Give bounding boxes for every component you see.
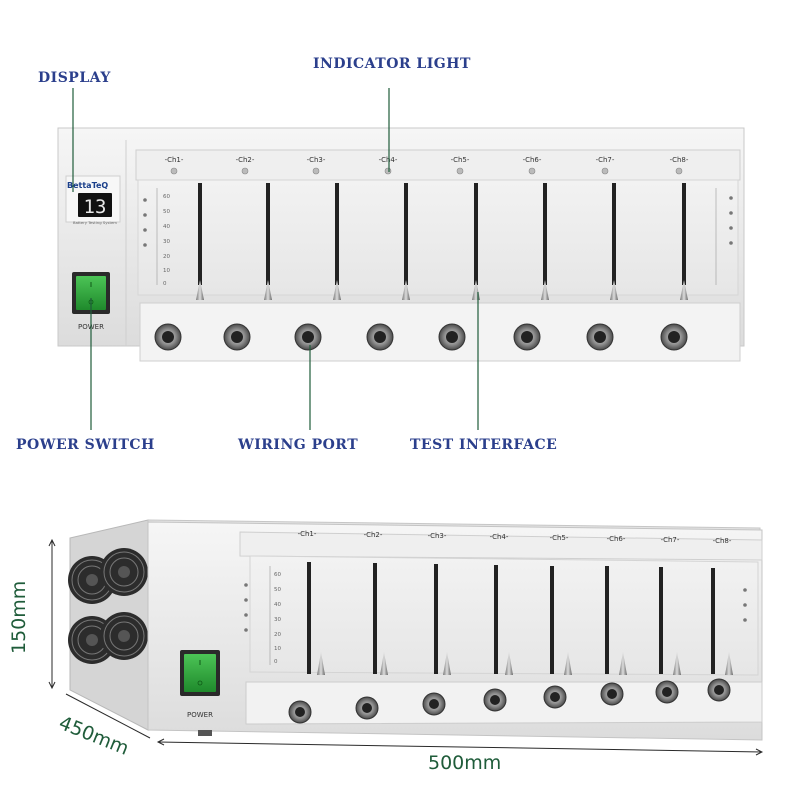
top-display-panel — [65, 175, 121, 223]
channel-label: -Ch6- — [607, 535, 626, 543]
channel-label: -Ch6- — [523, 156, 542, 164]
channel-label: -Ch3- — [307, 156, 326, 164]
scale-mark: 40 — [163, 224, 170, 230]
test-interface-callout: TEST INTERFACE — [410, 437, 558, 453]
channel-label: -Ch4- — [379, 156, 398, 164]
channel-label: -Ch8- — [713, 537, 732, 545]
scale-mark: 0 — [274, 659, 278, 665]
channel-label: -Ch3- — [428, 532, 447, 540]
display-caption: Battery Testing System — [73, 220, 117, 225]
scale-mark: 10 — [163, 268, 170, 274]
scale-mark: 50 — [163, 209, 170, 215]
indicator-light-callout: INDICATOR LIGHT — [313, 56, 471, 72]
channel-label: -Ch7- — [661, 536, 680, 544]
scale-mark: 60 — [274, 572, 281, 578]
scale-mark: 40 — [274, 602, 281, 608]
channel-label: -Ch7- — [596, 156, 615, 164]
dimension-lines — [48, 538, 764, 756]
channel-label: -Ch2- — [236, 156, 255, 164]
channel-label: -Ch8- — [670, 156, 689, 164]
callout-leaders — [72, 88, 479, 430]
bottom-channel-hardware — [288, 562, 733, 724]
width-dimension: 500mm — [428, 752, 502, 774]
channel-label: -Ch5- — [451, 156, 470, 164]
bottom-device-angled — [68, 519, 763, 741]
cooling-fan — [68, 548, 148, 664]
scale-mark: 0 — [163, 281, 167, 287]
power-label-bottom: POWER — [187, 711, 213, 719]
top-channel-hardware — [154, 167, 688, 351]
scale-mark: 10 — [274, 646, 281, 652]
channel-label: -Ch2- — [364, 531, 383, 539]
scale-mark: 50 — [274, 587, 281, 593]
display-callout: DISPLAY — [38, 70, 111, 86]
scale-mark: 30 — [274, 617, 281, 623]
scale-mark: 30 — [163, 239, 170, 245]
power-switch[interactable] — [72, 272, 110, 314]
brand-logo: BettaTeQ — [67, 181, 108, 190]
power-switch-callout: POWER SWITCH — [16, 437, 155, 453]
channel-label: -Ch4- — [490, 533, 509, 541]
power-switch-bottom[interactable] — [180, 650, 220, 696]
scale-mark: 20 — [163, 254, 170, 260]
wiring-port-callout: WIRING PORT — [238, 437, 359, 453]
channel-label: -Ch5- — [550, 534, 569, 542]
channel-label: -Ch1- — [165, 156, 184, 164]
display-readout: 13 — [84, 196, 107, 218]
scale-mark: 20 — [274, 632, 281, 638]
scale-mark: 60 — [163, 194, 170, 200]
channel-label: -Ch1- — [298, 530, 317, 538]
